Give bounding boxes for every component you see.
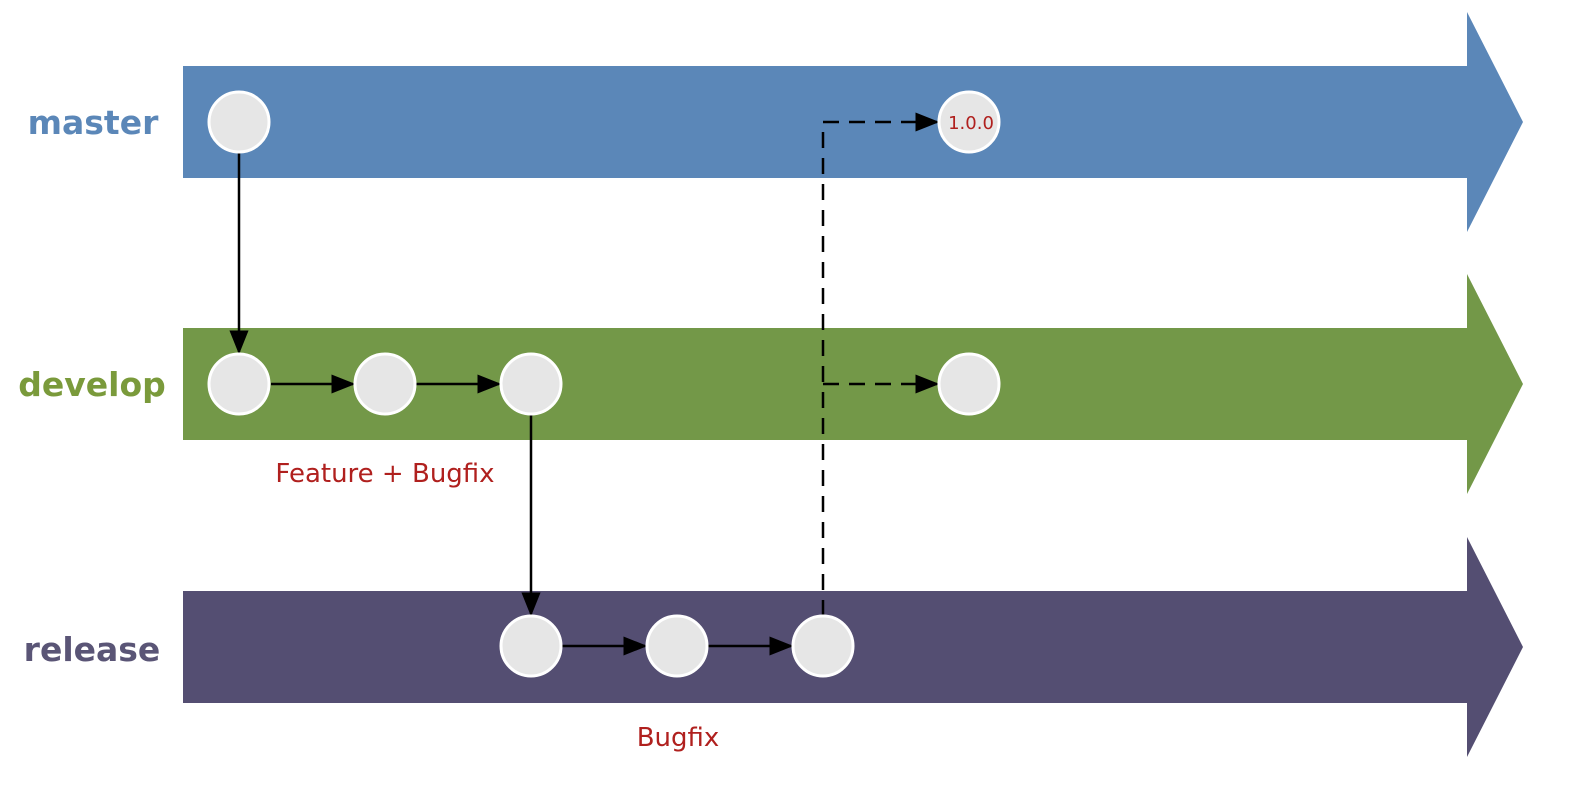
lane-label-develop: develop — [18, 365, 166, 404]
lane-label-master: master — [28, 103, 159, 142]
commit-node — [645, 614, 709, 678]
develop-annotation: Feature + Bugfix — [275, 459, 494, 489]
edges — [229, 112, 940, 656]
commit-node — [353, 352, 417, 416]
commit-node — [499, 614, 563, 678]
version-tag: 1.0.0 — [948, 113, 994, 134]
edge-r3-m2 — [821, 112, 940, 616]
release-annotation: Bugfix — [637, 723, 720, 753]
commit-node — [791, 614, 855, 678]
commit-node — [207, 90, 271, 154]
commit-node — [207, 352, 271, 416]
commit-node — [937, 90, 1001, 154]
commit-node — [499, 352, 563, 416]
lane-label-release: release — [24, 630, 161, 669]
commits — [207, 90, 1001, 678]
commit-node — [937, 352, 1001, 416]
